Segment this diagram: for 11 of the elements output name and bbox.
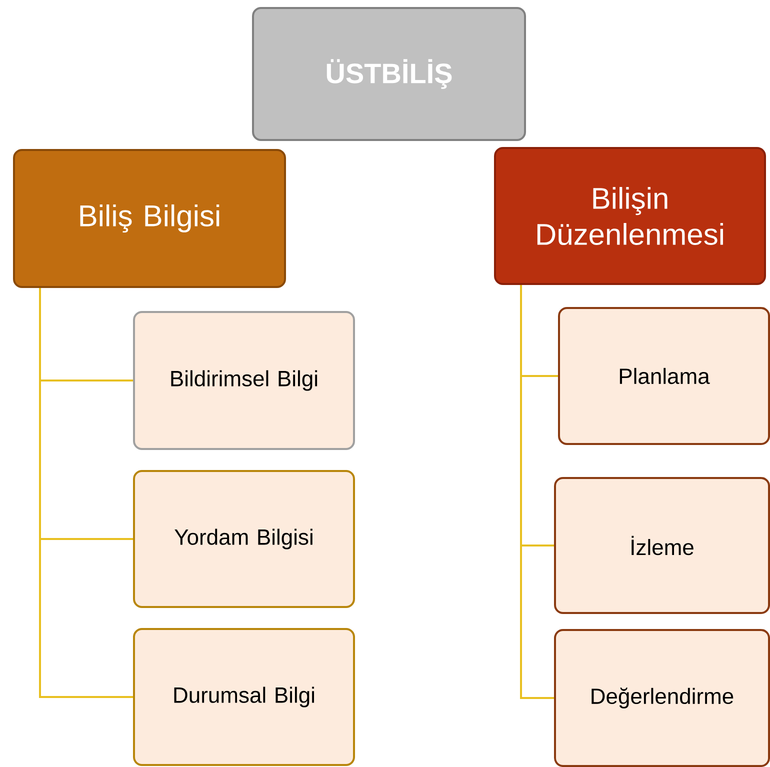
item-box: Bildirimsel Bilgi [133, 311, 355, 450]
category-box: Bilişin Düzenlenmesi [494, 147, 766, 285]
item-box: Değerlendirme [554, 629, 770, 767]
title-box: ÜSTBİLİŞ [252, 7, 526, 141]
category-box: Biliş Bilgisi [13, 149, 286, 288]
connector-line [520, 285, 554, 699]
connector-line [39, 288, 133, 698]
item-box: Yordam Bilgisi [133, 470, 355, 608]
item-box: Planlama [558, 307, 770, 445]
item-box: Durumsal Bilgi [133, 628, 355, 766]
item-box: İzleme [554, 477, 770, 614]
